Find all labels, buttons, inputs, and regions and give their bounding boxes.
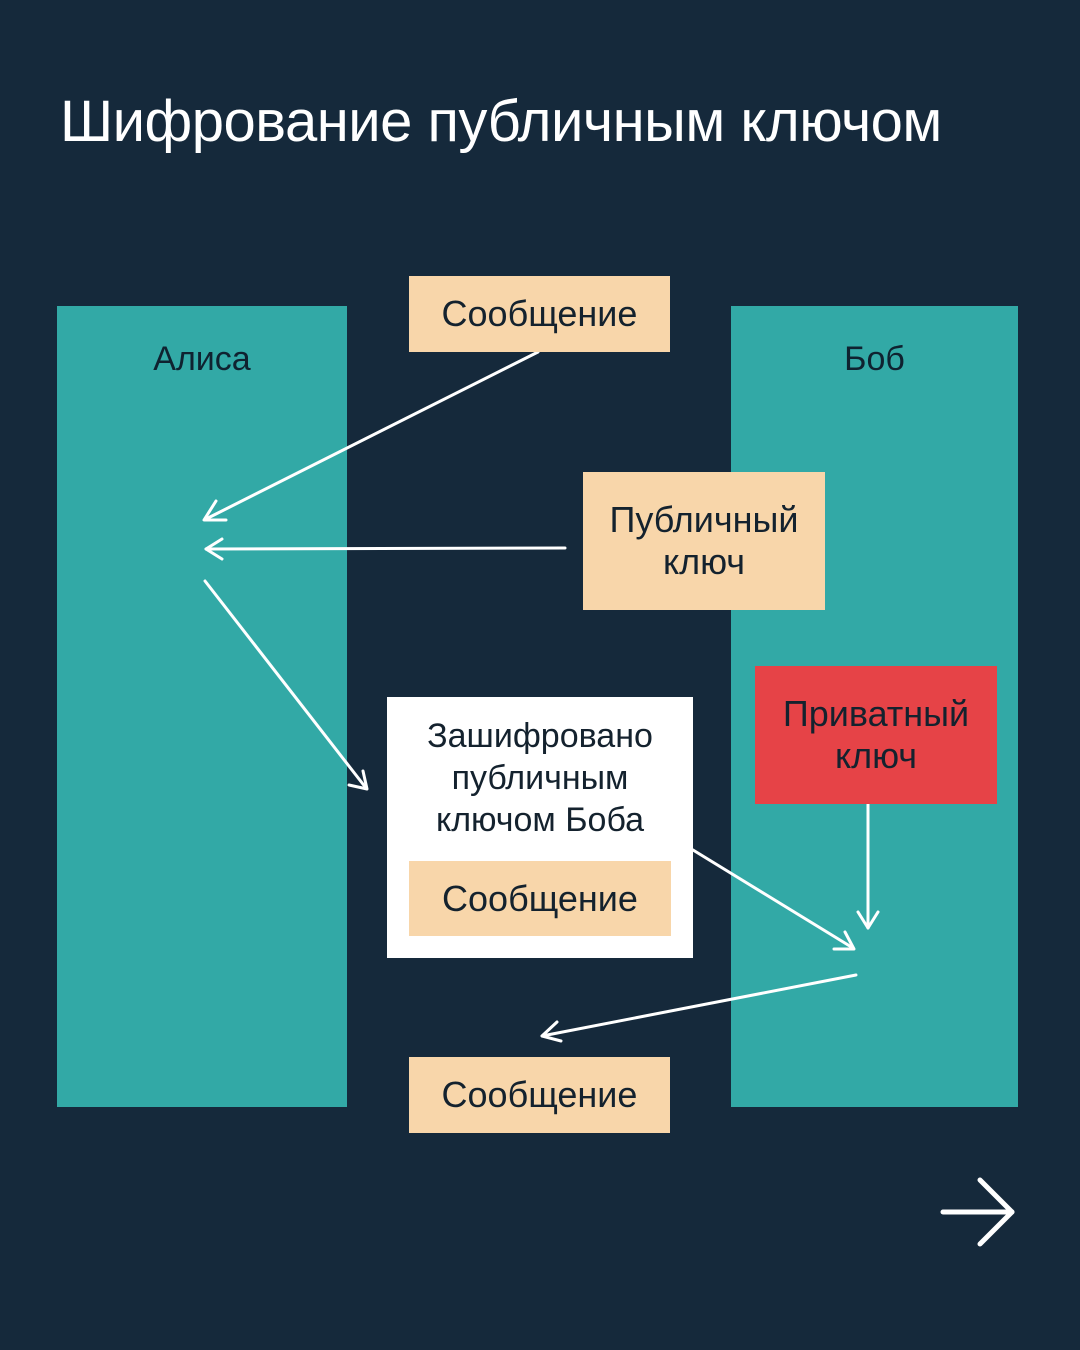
alice-label: Алиса xyxy=(153,340,251,378)
message-box-bottom: Сообщение xyxy=(409,1057,670,1133)
arrowhead-public-key-to-alice xyxy=(204,537,224,561)
bob-label: Боб xyxy=(844,340,905,378)
private-key-box: Приватный ключ xyxy=(755,666,997,804)
arrow-right-icon[interactable] xyxy=(938,1176,1018,1252)
arrow-encrypted-to-bob xyxy=(691,848,855,950)
arrow-bob-to-message xyxy=(540,973,858,1038)
message-box-top: Сообщение xyxy=(409,276,670,352)
alice-column xyxy=(57,306,347,1107)
arrowhead-alice-to-encrypted xyxy=(347,769,369,791)
arrowhead-encrypted-to-bob xyxy=(832,930,856,951)
encrypted-box: Зашифровано публичным ключом Боба Сообще… xyxy=(387,697,693,958)
arrow-message-to-alice xyxy=(204,350,540,521)
arrow-public-key-to-alice xyxy=(204,546,567,551)
encrypted-label: Зашифровано публичным ключом Боба xyxy=(427,717,653,839)
arrowhead-message-to-alice xyxy=(202,499,228,522)
arrowhead-bob-to-message xyxy=(540,1020,563,1043)
arrowhead-private-key-to-bob xyxy=(856,910,880,930)
page-title: Шифрование публичным ключом xyxy=(60,89,942,154)
message-box-encrypted: Сообщение xyxy=(409,861,671,936)
public-key-box: Публичный ключ xyxy=(583,472,825,610)
arrow-alice-to-encrypted xyxy=(203,579,368,790)
